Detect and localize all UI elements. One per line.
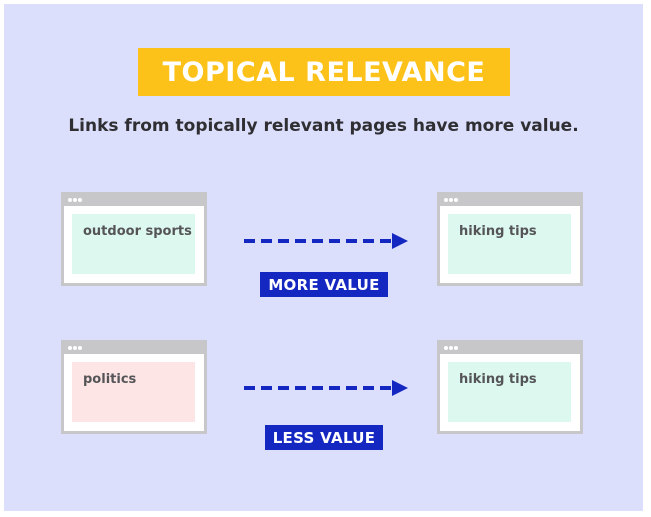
- source-page-topic: politics: [83, 372, 137, 387]
- browser-title-bar: [64, 343, 204, 354]
- browser-title-bar: [440, 343, 580, 354]
- window-dot-icon: [449, 346, 453, 350]
- target-page-window-relevant: hiking tips: [437, 192, 583, 286]
- page-content-pane: outdoor sports: [72, 214, 195, 274]
- page-content-pane: hiking tips: [448, 362, 571, 422]
- window-dot-icon: [454, 198, 458, 202]
- infographic-canvas: TOPICAL RELEVANCE Links from topically r…: [4, 4, 643, 511]
- browser-title-bar: [64, 195, 204, 206]
- page-title: TOPICAL RELEVANCE: [162, 56, 486, 88]
- less-value-badge: LESS VALUE: [265, 425, 383, 450]
- title-banner: TOPICAL RELEVANCE: [138, 48, 510, 96]
- window-dot-icon: [68, 346, 72, 350]
- page-content-pane: hiking tips: [448, 214, 571, 274]
- target-page-topic: hiking tips: [459, 224, 537, 239]
- source-page-window-relevant: outdoor sports: [61, 192, 207, 286]
- target-page-window-irrelevant: hiking tips: [437, 340, 583, 434]
- window-dot-icon: [449, 198, 453, 202]
- window-dot-icon: [78, 198, 82, 202]
- window-dot-icon: [78, 346, 82, 350]
- source-page-topic: outdoor sports: [83, 224, 192, 239]
- more-value-badge: MORE VALUE: [260, 272, 388, 297]
- subtitle: Links from topically relevant pages have…: [68, 116, 579, 136]
- link-arrow-icon: [244, 380, 408, 396]
- window-dot-icon: [444, 198, 448, 202]
- window-dot-icon: [73, 346, 77, 350]
- target-page-topic: hiking tips: [459, 372, 537, 387]
- link-arrow-icon: [244, 233, 408, 249]
- page-content-pane: politics: [72, 362, 195, 422]
- window-dot-icon: [68, 198, 72, 202]
- source-page-window-irrelevant: politics: [61, 340, 207, 434]
- window-dot-icon: [73, 198, 77, 202]
- browser-title-bar: [440, 195, 580, 206]
- window-dot-icon: [454, 346, 458, 350]
- window-dot-icon: [444, 346, 448, 350]
